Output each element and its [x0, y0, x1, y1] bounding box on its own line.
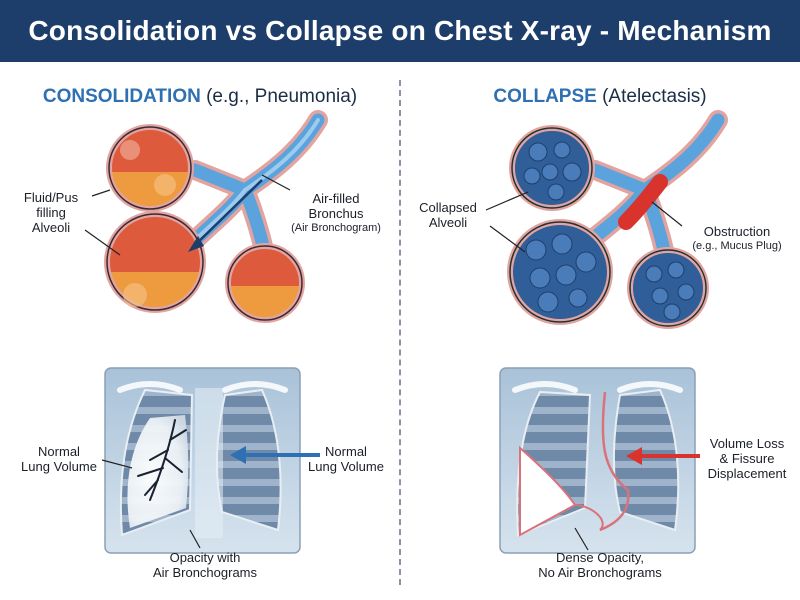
air-flow-arrowhead [188, 236, 204, 252]
fluid-pus-label: Fluid/Pus filling Alveoli [23, 190, 79, 235]
collapse-heading: COLLAPSE (Atelectasis) [400, 86, 800, 108]
air-flow-arrow-line [191, 179, 263, 249]
fluid-leader-bottom [84, 229, 121, 256]
collapsed-alveolus-right [627, 247, 709, 329]
bronchus-leader [261, 174, 291, 191]
mucus-plug [618, 174, 668, 230]
collapsed-alveolus-upper [509, 125, 595, 211]
consolidation-heading: CONSOLIDATION (e.g., Pneumonia) [0, 86, 400, 108]
section-divider [399, 80, 401, 585]
opacity-air-bronchograms-label: Opacity with Air Bronchograms [152, 550, 258, 580]
xray-right-normal-volume-label: Normal Lung Volume [308, 444, 384, 474]
xray-left-normal-volume-label: Normal Lung Volume [21, 444, 97, 474]
dense-opacity-label: Dense Opacity, No Air Bronchograms [538, 550, 662, 580]
dense-opacity-leader [574, 527, 589, 551]
page-title: Consolidation vs Collapse on Chest X-ray… [28, 15, 772, 46]
obstruction-label: Obstruction (e.g., Mucus Plug) [682, 224, 792, 254]
air-bronchogram-branches [137, 419, 187, 501]
consolidation-alveolus-upper [106, 124, 194, 212]
xray-left-leader [101, 459, 133, 469]
volume-loss-label: Volume Loss & Fissure Displacement [707, 436, 787, 481]
displaced-fissure [599, 391, 630, 532]
collapsed-leader-bottom [489, 225, 526, 253]
air-filled-bronchus-label: Air-filled Bronchus (Air Bronchogram) [282, 191, 390, 236]
collapsed-alveolus-lower [507, 219, 613, 325]
collapse-heading-key: COLLAPSE [493, 86, 597, 107]
consolidation-heading-key: CONSOLIDATION [42, 86, 201, 107]
consolidation-alveolus-lower [104, 211, 206, 313]
collapsed-leader-top [485, 191, 529, 211]
mucus-plug-note: (e.g., Mucus Plug) [692, 240, 782, 252]
collapse-xray [499, 367, 696, 554]
consolidation-heading-note: (e.g., Pneumonia) [206, 86, 358, 107]
consolidation-xray [104, 367, 301, 554]
fluid-leader-top [91, 189, 111, 197]
normal-volume-arrowhead [230, 446, 246, 464]
collapsed-alveoli-label: Collapsed Alveoli [419, 200, 477, 230]
volume-loss-arrowhead [626, 447, 642, 465]
collapse-heading-note: (Atelectasis) [602, 86, 707, 107]
title-bar: Consolidation vs Collapse on Chest X-ray… [0, 0, 800, 62]
obstruction-leader [651, 201, 683, 227]
consolidation-alveolus-right [225, 243, 305, 323]
dense-opacity-region [519, 445, 577, 537]
collapse-bronchial-tree [575, 110, 728, 265]
air-bronchogram-note: (Air Bronchogram) [291, 222, 381, 234]
xray-bottom-leader [189, 529, 201, 549]
